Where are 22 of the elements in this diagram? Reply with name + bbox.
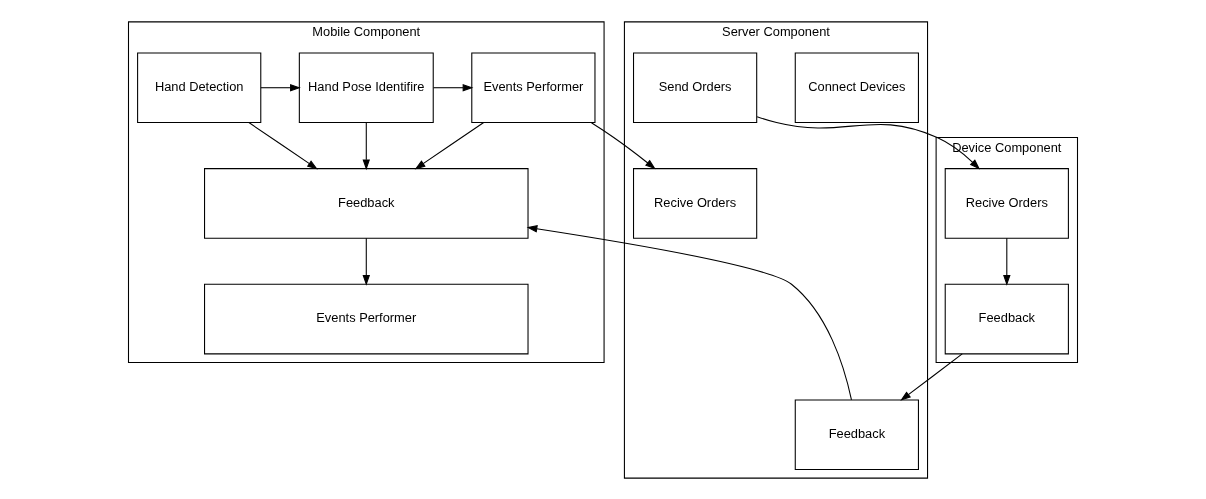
node-box: Recive Orders [633, 167, 758, 239]
node-box: Connect Devices [794, 51, 919, 123]
arrow [414, 121, 485, 169]
node-box: Hand Pose Identifire [298, 51, 434, 123]
arrow [433, 83, 474, 91]
arrow [260, 83, 301, 91]
node-box: Feedback [794, 398, 919, 470]
node-box: Hand Detection [137, 51, 262, 123]
arrow [362, 121, 371, 170]
arrow [590, 121, 656, 169]
node-box: Events Performer [204, 283, 529, 354]
node-box: Feedback [204, 167, 529, 239]
arrow [1003, 237, 1011, 286]
node-box: Send Orders [633, 51, 758, 123]
node-box: Recive Orders [944, 167, 1069, 239]
node-box: Events Performer [471, 51, 596, 123]
arrow [526, 224, 852, 400]
arrow [900, 352, 963, 401]
arrow [362, 237, 371, 286]
node-box: Feedback [944, 283, 1069, 354]
arrow [248, 121, 318, 169]
arrow [756, 115, 981, 169]
